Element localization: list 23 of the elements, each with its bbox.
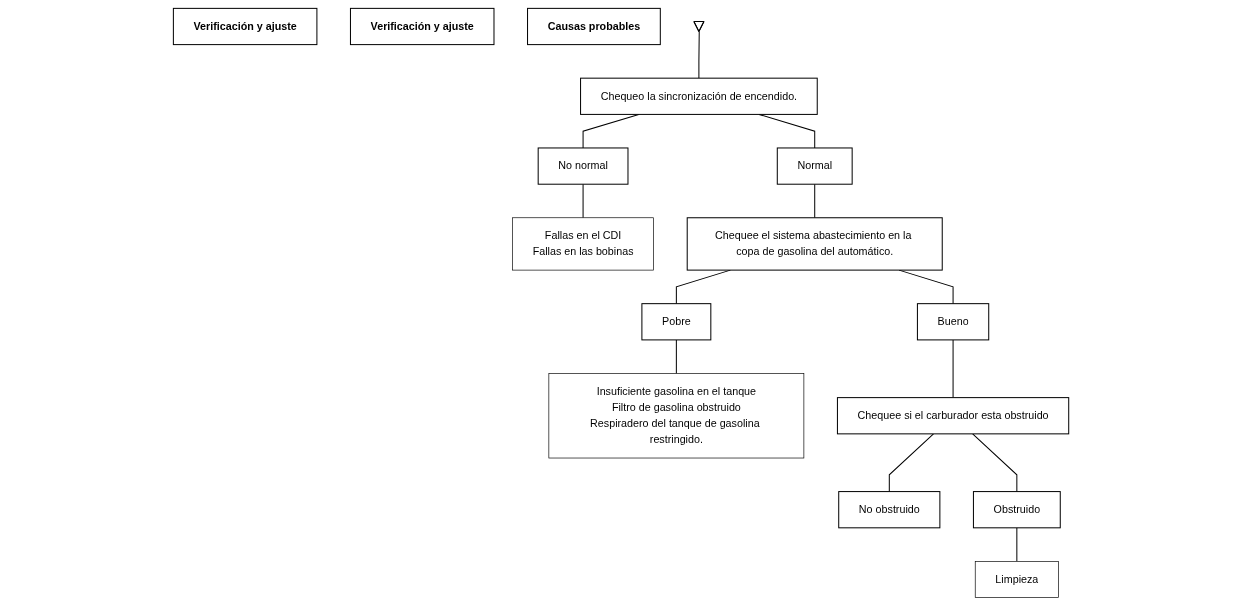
- node-box: Causas probables: [527, 7, 661, 46]
- node-box: Chequeo la sincronización de encendido.: [580, 77, 818, 115]
- node-box: Insuficiente gasolina en el tanque Filtro de gasolina obstruido Respiradero del tanque de gasolina restringido.: [548, 373, 805, 459]
- node-box: Verificación y ajuste: [349, 7, 495, 46]
- connector: [888, 433, 934, 493]
- node-box: Obstruido: [972, 491, 1061, 529]
- node-box: Fallas en el CDI Fallas en las bobinas: [512, 217, 654, 271]
- connector: [582, 183, 584, 219]
- node-box: Normal: [776, 147, 853, 185]
- connector: [1016, 527, 1018, 562]
- node-box: Verificación y ajuste: [172, 7, 318, 46]
- node-box: Bueno: [916, 303, 990, 341]
- node-box: Limpieza: [974, 561, 1059, 598]
- connector: [698, 31, 700, 79]
- node-box: No normal: [537, 147, 629, 185]
- node-box: Chequee el sistema abastecimiento en la copa de gasolina del automático.: [686, 217, 943, 271]
- connector: [952, 339, 954, 399]
- node-box: No obstruido: [838, 491, 941, 529]
- node-box: Chequee si el carburador esta obstruido: [836, 397, 1070, 435]
- connector: [814, 183, 816, 219]
- connector: [675, 339, 677, 374]
- node-box: Pobre: [641, 303, 712, 341]
- connector: [972, 433, 1018, 493]
